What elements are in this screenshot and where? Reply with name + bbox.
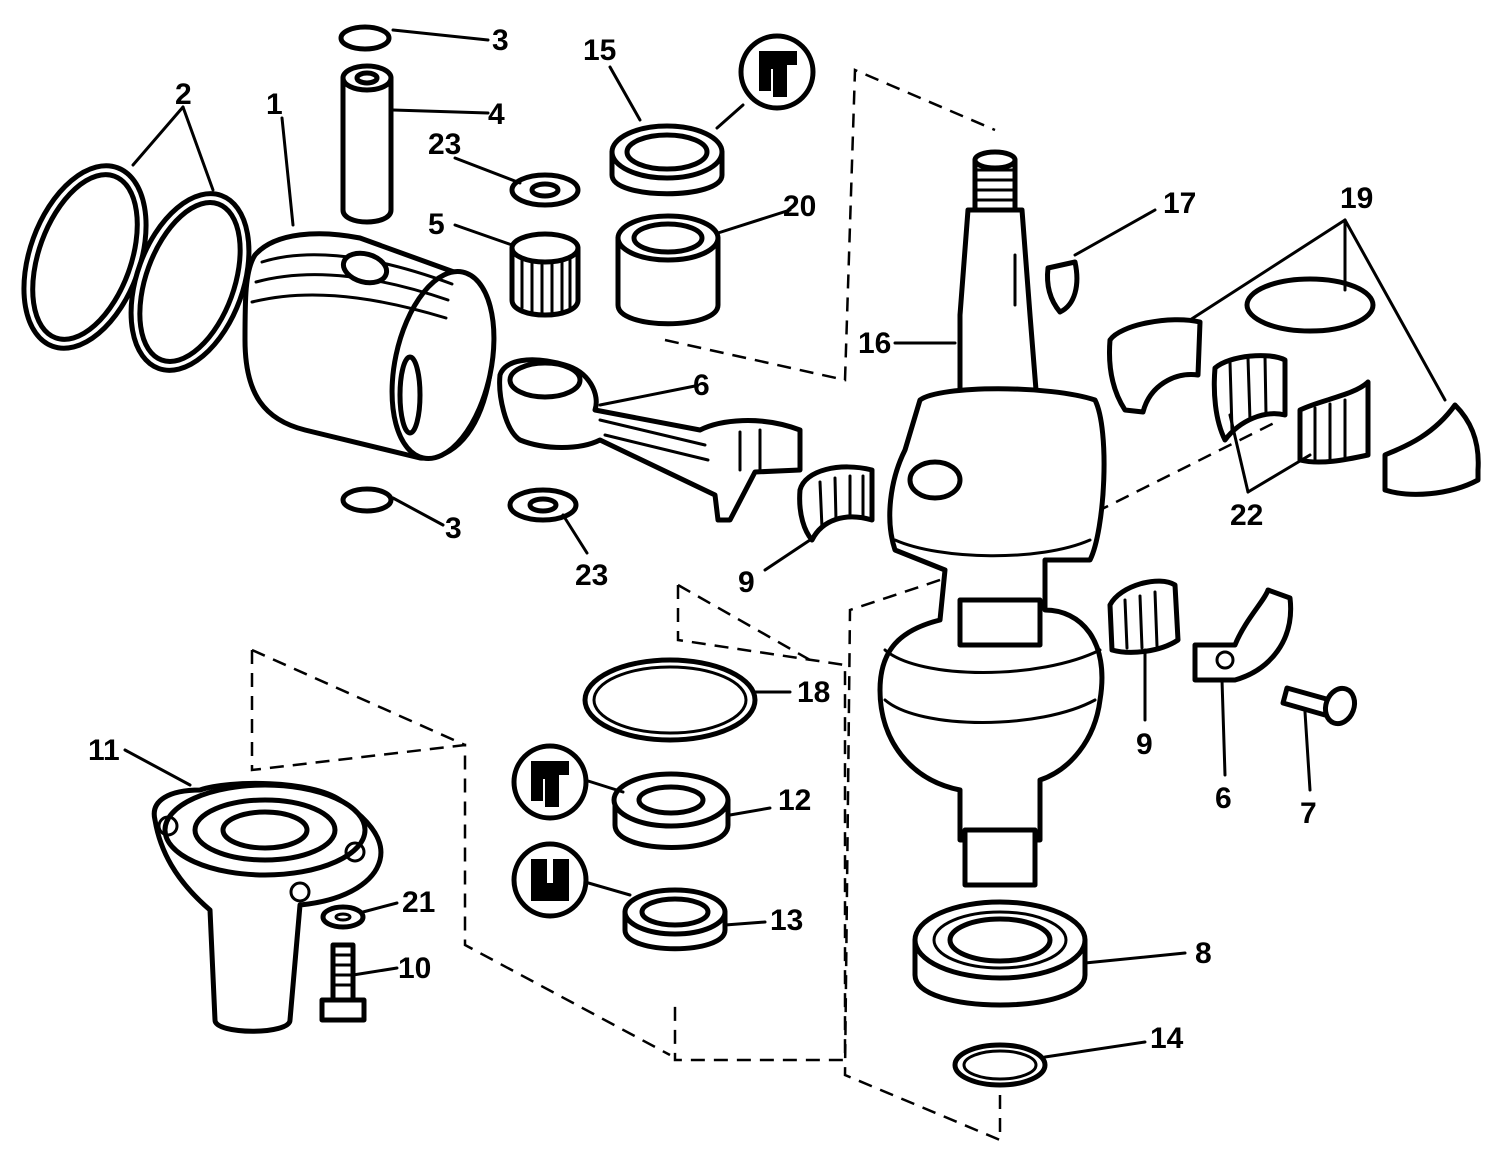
retainer-screw[interactable] (319, 942, 367, 1023)
pin-needle-bearing[interactable] (509, 231, 581, 318)
rod-cap[interactable] (1192, 587, 1294, 683)
callout-12: 12 (778, 784, 811, 817)
center-bearing-retainer[interactable] (1107, 276, 1481, 497)
rod-screw[interactable] (1280, 684, 1359, 727)
retaining-ring-top[interactable] (338, 24, 392, 52)
seal-profile-icon-top (738, 33, 816, 111)
dashed-group-seals (673, 583, 847, 1062)
callout-4: 4 (488, 98, 505, 131)
callout-10: 10 (398, 952, 431, 985)
callout-15: 15 (583, 34, 616, 67)
lower-ball-bearing[interactable] (912, 899, 1088, 1008)
callout-23-bottom: 23 (575, 559, 608, 592)
callout-5: 5 (428, 208, 445, 241)
seal-profile-icon-upper (511, 743, 589, 821)
callout-3-bottom: 3 (445, 512, 462, 545)
thrust-washer-top[interactable] (509, 172, 581, 208)
callout-9-left: 9 (738, 566, 755, 599)
callout-2: 2 (175, 78, 192, 111)
leader-lines (123, 28, 1447, 1059)
callout-8: 8 (1195, 937, 1212, 970)
callout-9-right: 9 (1136, 728, 1153, 761)
callout-labels: 1 2 3 4 23 5 6 3 23 15 20 16 17 19 22 9 … (88, 24, 1373, 1055)
thrust-washer-bottom[interactable] (507, 487, 579, 523)
connecting-rod[interactable] (497, 357, 803, 523)
dashed-group-crankshaft-bottom (843, 418, 1281, 1142)
callout-1: 1 (266, 88, 283, 121)
piston-pin[interactable] (340, 63, 394, 225)
callout-3-top: 3 (492, 24, 509, 57)
callout-22: 22 (1230, 499, 1263, 532)
callout-6-rod: 6 (693, 369, 710, 402)
washer[interactable] (320, 904, 366, 930)
piston[interactable] (242, 231, 510, 468)
bearing-housing[interactable] (151, 780, 384, 1034)
piston-rings[interactable] (1, 149, 271, 387)
crankshaft[interactable] (877, 149, 1107, 888)
callout-21: 21 (402, 886, 435, 919)
callout-23-top: 23 (428, 128, 461, 161)
dashed-group-crankshaft-top (664, 68, 996, 382)
rod-bearing-left[interactable] (797, 464, 875, 543)
callout-19: 19 (1340, 182, 1373, 215)
rod-bearing-right[interactable] (1107, 578, 1181, 655)
callout-7: 7 (1300, 797, 1317, 830)
callout-11: 11 (88, 734, 120, 767)
upper-seal[interactable] (611, 771, 731, 850)
needle-bearing[interactable] (615, 213, 721, 327)
callout-18: 18 (797, 676, 830, 709)
top-seal[interactable] (609, 123, 725, 197)
o-ring[interactable] (582, 657, 758, 743)
seal-profile-icon-lower (511, 841, 589, 919)
woodruff-key[interactable] (1045, 259, 1080, 315)
callout-17: 17 (1163, 187, 1196, 220)
retaining-ring-bottom[interactable] (340, 486, 394, 514)
lower-seal[interactable] (622, 887, 728, 952)
dashed-group-housing (250, 648, 671, 1057)
callout-6-cap: 6 (1215, 782, 1232, 815)
callout-16: 16 (858, 327, 891, 360)
callout-14: 14 (1150, 1022, 1184, 1055)
callout-20: 20 (783, 190, 816, 223)
callout-13: 13 (770, 904, 803, 937)
bearing-retaining-ring[interactable] (952, 1042, 1048, 1088)
